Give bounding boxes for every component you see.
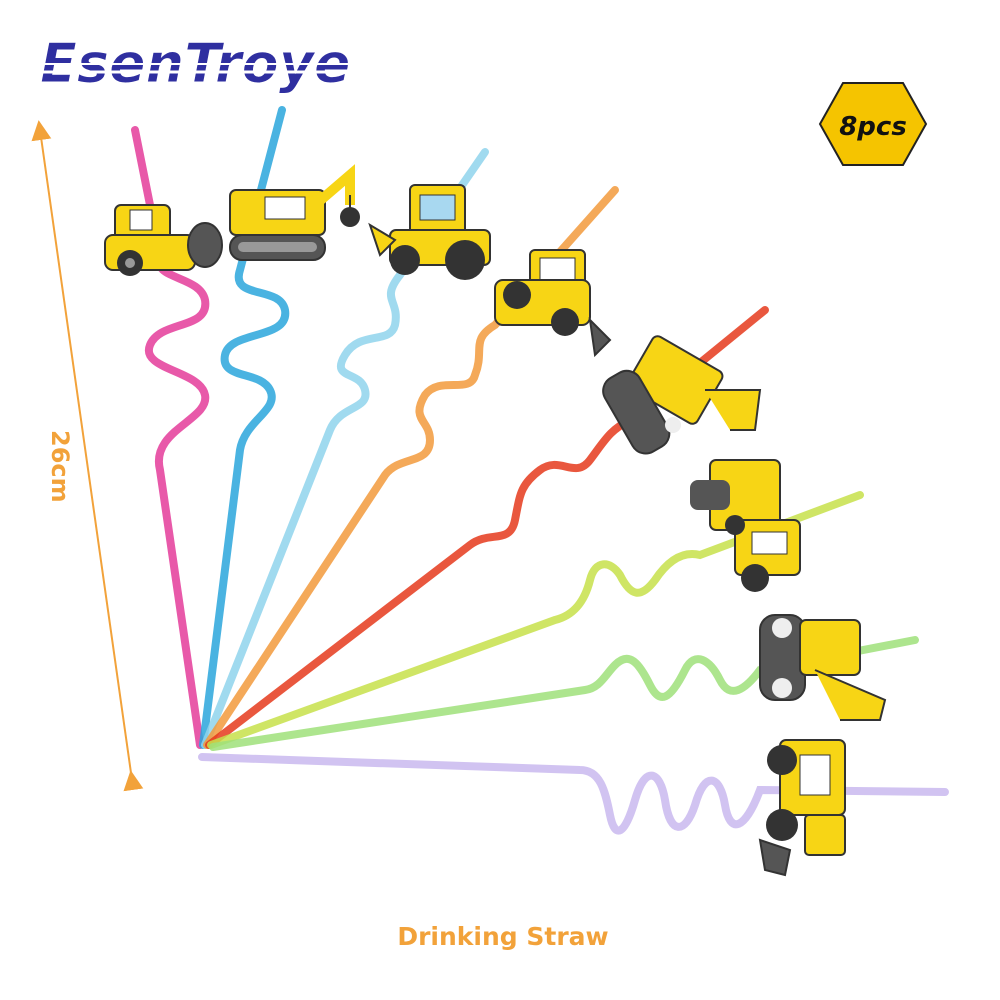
digger-topper-icon: [759, 614, 887, 721]
piece-count-badge: 8pcs: [818, 82, 928, 166]
product-caption: Drinking Straw: [397, 922, 608, 951]
bulldozer-topper-icon: [494, 249, 612, 358]
straw-red: [205, 306, 769, 749]
dump-truck-topper-icon: [690, 459, 801, 592]
straw-pink: [131, 126, 210, 749]
straw-lavender: [198, 753, 949, 835]
straw-lightblue: [201, 148, 489, 749]
roller-topper-icon: [104, 204, 223, 276]
loader-topper-icon: [368, 184, 491, 280]
dimension-label: 26cm: [46, 430, 74, 503]
excavator-topper-icon: [229, 164, 360, 261]
straw-orange: [203, 186, 619, 749]
front-loader-topper-icon: [758, 739, 846, 877]
dimension-arrow: [31, 120, 144, 792]
tracked-excavator-topper-icon: [602, 335, 762, 455]
straw-yellowgreen: [207, 491, 864, 749]
straw-group: [131, 106, 949, 835]
straw-blue: [199, 106, 290, 749]
straw-lightgreen: [209, 636, 919, 751]
svg-text:8pcs: 8pcs: [839, 112, 907, 142]
